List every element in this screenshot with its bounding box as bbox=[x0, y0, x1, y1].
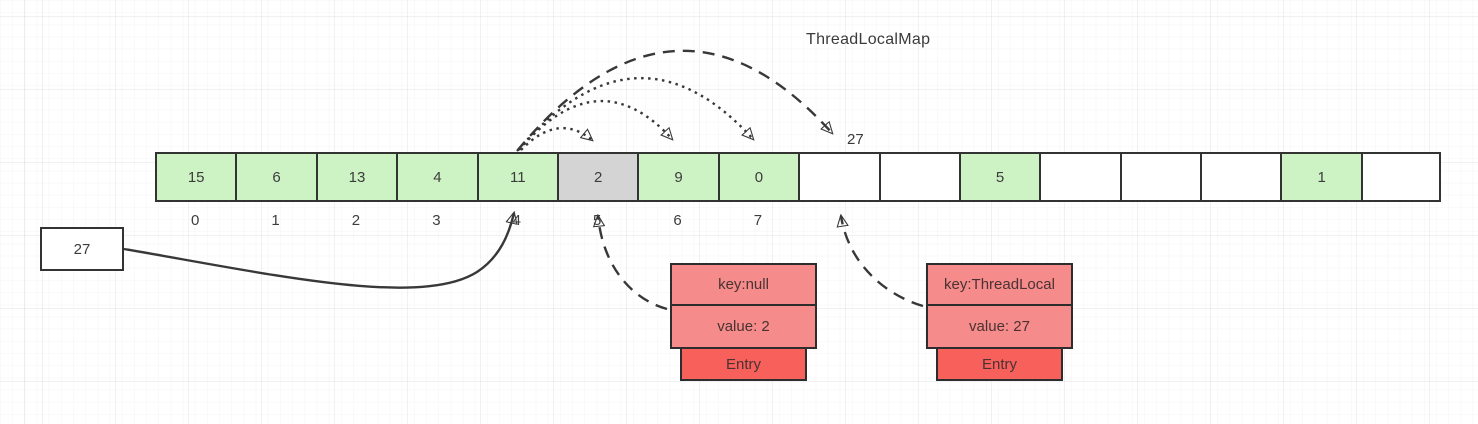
index-label-0: 0 bbox=[191, 212, 200, 229]
index-label-5: 5 bbox=[592, 212, 602, 229]
index-label-7: 7 bbox=[753, 212, 763, 229]
array-cell-3: 4 bbox=[396, 152, 477, 202]
array-cell-7: 0 bbox=[717, 152, 799, 202]
array-cell-8 bbox=[798, 152, 879, 202]
array-cell-13 bbox=[1200, 152, 1281, 202]
array-cell-5: 2 bbox=[556, 152, 638, 202]
entry-threadlocal-key: key:ThreadLocal bbox=[926, 263, 1073, 306]
array-cell-1: 6 bbox=[235, 152, 316, 202]
entry-null-value: value: 2 bbox=[670, 304, 817, 349]
incoming-value-box: 27 bbox=[40, 227, 124, 271]
entry-threadlocal-group: key:ThreadLocal value: 27 Entry bbox=[926, 263, 1073, 381]
array-cell-9 bbox=[878, 152, 959, 202]
incoming-value-text: 27 bbox=[73, 240, 91, 258]
array-cell-10: 5 bbox=[958, 152, 1040, 202]
probe-arc-slot6 bbox=[518, 99, 672, 151]
index-label-2: 2 bbox=[351, 212, 361, 229]
array-cell-15 bbox=[1360, 152, 1442, 202]
index-label-1: 1 bbox=[271, 212, 280, 229]
probe-arc-slot5 bbox=[520, 126, 592, 151]
array-cell-0: 15 bbox=[155, 152, 236, 202]
index-label-3: 3 bbox=[432, 212, 441, 229]
entry-null-group: key:null value: 2 Entry bbox=[670, 263, 817, 381]
entry-threadlocal-value: value: 27 bbox=[926, 304, 1073, 349]
entry-null-footer: Entry bbox=[680, 347, 807, 381]
array-cell-2: 13 bbox=[315, 152, 397, 202]
index-labels-row: 0 1 2 3 4 5 6 7 bbox=[155, 212, 798, 229]
array-cell-4: 11 bbox=[476, 152, 557, 202]
array-cell-6: 9 bbox=[637, 152, 718, 202]
entry-null-pointer-arrow bbox=[598, 216, 668, 311]
array-cell-12 bbox=[1119, 152, 1201, 202]
entry-threadlocal-pointer-arrow bbox=[841, 216, 924, 308]
entry-null-key: key:null bbox=[670, 263, 817, 306]
index-label-4: 4 bbox=[512, 212, 521, 229]
diagram-title: ThreadLocalMap bbox=[806, 31, 931, 48]
probe-arc-slot8 bbox=[516, 49, 832, 152]
entry-threadlocal-footer: Entry bbox=[936, 347, 1063, 381]
index-label-6: 6 bbox=[673, 212, 682, 229]
probe-arc-slot7 bbox=[517, 77, 753, 151]
slot8-incoming-value-label: 27 bbox=[847, 131, 864, 148]
array-cell-11 bbox=[1039, 152, 1120, 202]
array-cell-14: 1 bbox=[1280, 152, 1361, 202]
